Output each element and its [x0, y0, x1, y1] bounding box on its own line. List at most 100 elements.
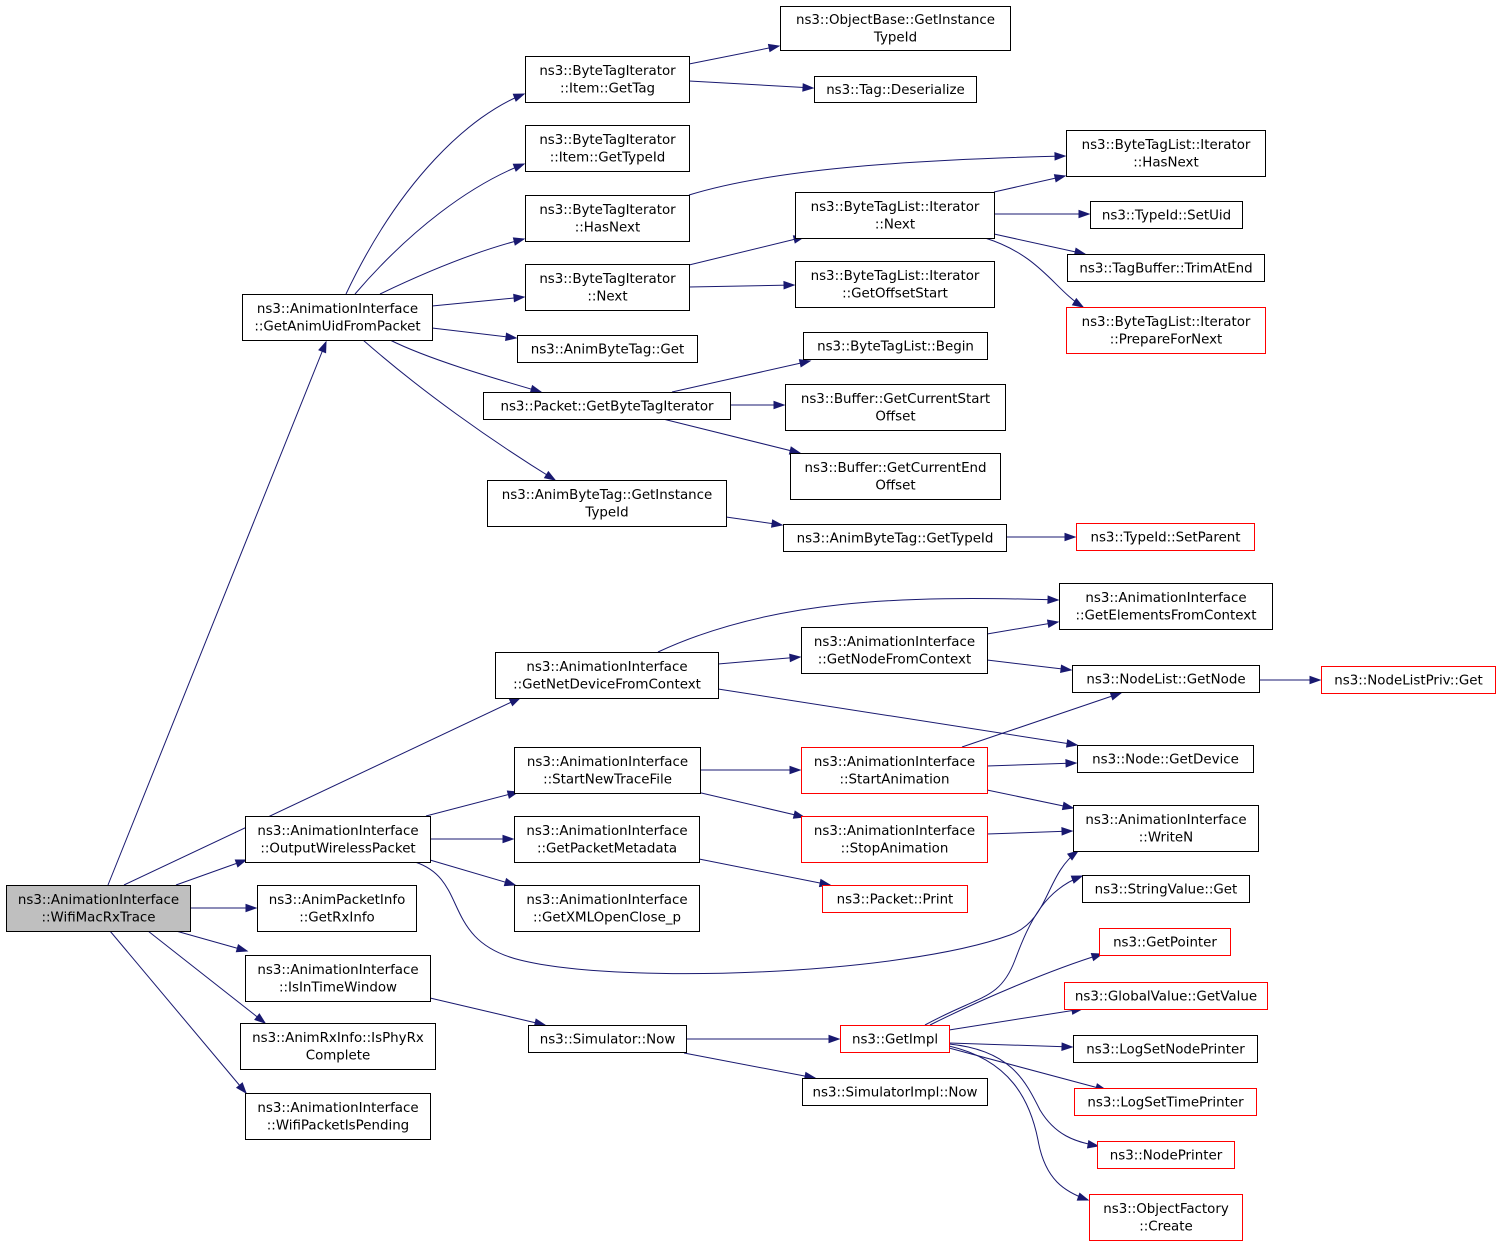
node-startAnim[interactable]: ns3::AnimationInterface::StartAnimation: [801, 747, 988, 794]
node-outWireless[interactable]: ns3::AnimationInterface::OutputWirelessP…: [245, 816, 431, 863]
arrow-head-icon: [1064, 532, 1077, 542]
edge-line: [345, 93, 525, 295]
node-logNode[interactable]: ns3::LogSetNodePrinter: [1073, 1035, 1258, 1063]
arrow-head-icon: [245, 903, 258, 913]
node-box: [795, 192, 995, 239]
node-getElements[interactable]: ns3::AnimationInterface::GetElementsFrom…: [1059, 583, 1273, 630]
node-tagBufTrim[interactable]: ns3::TagBuffer::TrimAtEnd: [1067, 254, 1265, 282]
edge-line: [379, 238, 525, 295]
node-stopAnim[interactable]: ns3::AnimationInterface::StopAnimation: [801, 816, 988, 863]
node-simImplNow[interactable]: ns3::SimulatorImpl::Now: [802, 1078, 988, 1106]
node-globalVal[interactable]: ns3::GlobalValue::GetValue: [1064, 982, 1268, 1010]
node-box: [1072, 665, 1260, 693]
node-box: [1097, 1141, 1235, 1169]
edge-line: [986, 762, 1077, 767]
node-nodeListGet[interactable]: ns3::NodeList::GetNode: [1072, 665, 1260, 693]
arrow-head-icon: [1046, 619, 1060, 629]
call-edge-getNetDev-to-getNodeCtx: [717, 653, 802, 665]
node-getNodeCtx[interactable]: ns3::AnimationInterface::GetNodeFromCont…: [801, 627, 988, 674]
node-btlBegin[interactable]: ns3::ByteTagList::Begin: [803, 332, 988, 360]
node-label-line: ns3::GetImpl: [852, 1032, 938, 1047]
call-edge-root-to-isPhyRx: [147, 930, 267, 1024]
arrow-head-icon: [1053, 174, 1067, 183]
call-edge-btlNext-to-btlPrepare: [984, 237, 1085, 308]
call-edge-isInTime-to-simNow: [429, 997, 547, 1027]
node-getAnimUid[interactable]: ns3::AnimationInterface::GetAnimUidFromP…: [242, 294, 433, 341]
node-tidSetUid[interactable]: ns3::TypeId::SetUid: [1090, 201, 1243, 229]
node-btlPrepare[interactable]: ns3::ByteTagList::Iterator::PrepareForNe…: [1066, 307, 1266, 354]
node-btiGetTag[interactable]: ns3::ByteTagIterator::Item::GetTag: [525, 56, 690, 103]
arrow-head-icon: [254, 1013, 267, 1024]
node-simNow[interactable]: ns3::Simulator::Now: [528, 1025, 687, 1053]
node-box: [245, 955, 431, 1002]
node-getPointer[interactable]: ns3::GetPointer: [1099, 928, 1231, 956]
node-label-line: ns3::ByteTagList::Iterator: [811, 269, 980, 284]
node-tidSetParent[interactable]: ns3::TypeId::SetParent: [1076, 523, 1255, 551]
arrow-head-icon: [318, 340, 327, 354]
node-isInTime[interactable]: ns3::AnimationInterface::IsInTimeWindow: [245, 955, 431, 1002]
node-label-line: ::IsInTimeWindow: [279, 981, 397, 996]
call-edge-nodeListGet-to-nodeListPriv: [1259, 675, 1322, 685]
call-edge-outWireless-to-getPktMeta: [430, 834, 515, 844]
node-label-line: ns3::AnimPacketInfo: [269, 893, 406, 908]
node-strValGet[interactable]: ns3::StringValue::Get: [1082, 875, 1250, 903]
node-nodeGetDevice[interactable]: ns3::Node::GetDevice: [1077, 745, 1254, 773]
node-nodePrinter[interactable]: ns3::NodePrinter: [1097, 1141, 1235, 1169]
node-writeN[interactable]: ns3::AnimationInterface::WriteN: [1073, 805, 1259, 852]
node-box: [1321, 666, 1496, 694]
node-label-line: ::HasNext: [575, 221, 640, 236]
node-label-line: ns3::Buffer::GetCurrentStart: [801, 392, 990, 407]
node-label-line: ns3::ByteTagIterator: [539, 133, 676, 148]
node-label-line: ns3::Node::GetDevice: [1092, 752, 1239, 767]
node-label-line: ::GetRxInfo: [299, 911, 374, 926]
call-edge-outWireless-to-getXml: [429, 859, 517, 887]
node-label-line: ::GetXMLOpenClose_p: [533, 911, 681, 926]
node-abtGetTypeId[interactable]: ns3::AnimByteTag::GetTypeId: [783, 524, 1007, 552]
node-box: [245, 1093, 431, 1140]
call-edge-root-to-rxInfo: [190, 903, 258, 913]
node-box: [840, 1025, 950, 1053]
call-edges: [107, 43, 1322, 1201]
node-getXml[interactable]: ns3::AnimationInterface::GetXMLOpenClose…: [514, 885, 700, 932]
node-getNetDev[interactable]: ns3::AnimationInterface::GetNetDeviceFro…: [495, 652, 719, 699]
node-label-line: ::HasNext: [1133, 156, 1198, 171]
node-btlGetOffset[interactable]: ns3::ByteTagList::Iterator::GetOffsetSta…: [795, 261, 995, 308]
node-logTime[interactable]: ns3::LogSetTimePrinter: [1074, 1088, 1257, 1116]
node-btiGetTypeId[interactable]: ns3::ByteTagIterator::Item::GetTypeId: [525, 125, 690, 172]
node-objFactory[interactable]: ns3::ObjectFactory::Create: [1089, 1194, 1243, 1241]
node-label-line: ns3::AnimationInterface: [526, 824, 687, 839]
node-label-line: ns3::TypeId::SetUid: [1102, 208, 1231, 223]
node-root[interactable]: ns3::AnimationInterface::WifiMacRxTrace: [6, 885, 191, 932]
node-box: [814, 76, 977, 103]
node-tagDeser[interactable]: ns3::Tag::Deserialize: [814, 76, 977, 103]
node-btiHasNext[interactable]: ns3::ByteTagIterator::HasNext: [525, 195, 690, 242]
node-btiNext[interactable]: ns3::ByteTagIterator::Next: [525, 264, 690, 311]
node-btlHasNext[interactable]: ns3::ByteTagList::Iterator::HasNext: [1066, 130, 1266, 177]
node-getImpl[interactable]: ns3::GetImpl: [840, 1025, 950, 1053]
node-label-line: ns3::AnimationInterface: [814, 755, 975, 770]
arrow-head-icon: [1070, 875, 1084, 884]
arrow-head-icon: [789, 653, 802, 663]
node-getPktMeta[interactable]: ns3::AnimationInterface::GetPacketMetada…: [514, 816, 700, 863]
node-rxInfo[interactable]: ns3::AnimPacketInfo::GetRxInfo: [257, 885, 417, 932]
node-abtGet[interactable]: ns3::AnimByteTag::Get: [517, 335, 698, 363]
arrow-head-icon: [1309, 675, 1322, 685]
node-startNewTrace[interactable]: ns3::AnimationInterface::StartNewTraceFi…: [514, 747, 701, 794]
node-box: [525, 125, 690, 172]
edge-line: [924, 875, 1083, 1026]
node-btlNext[interactable]: ns3::ByteTagList::Iterator::Next: [795, 192, 995, 239]
node-box: [514, 885, 700, 932]
node-pktPrint[interactable]: ns3::Packet::Print: [822, 885, 968, 913]
node-wifiPending[interactable]: ns3::AnimationInterface::WifiPacketIsPen…: [245, 1093, 431, 1140]
call-edge-btiGetTag-to-objBaseTid: [688, 43, 781, 65]
edge-line: [948, 1043, 1099, 1147]
node-pktGetBti[interactable]: ns3::Packet::GetByteTagIterator: [483, 392, 731, 420]
node-nodeListPriv[interactable]: ns3::NodeListPriv::Get: [1321, 666, 1496, 694]
node-box: [1089, 1194, 1243, 1241]
